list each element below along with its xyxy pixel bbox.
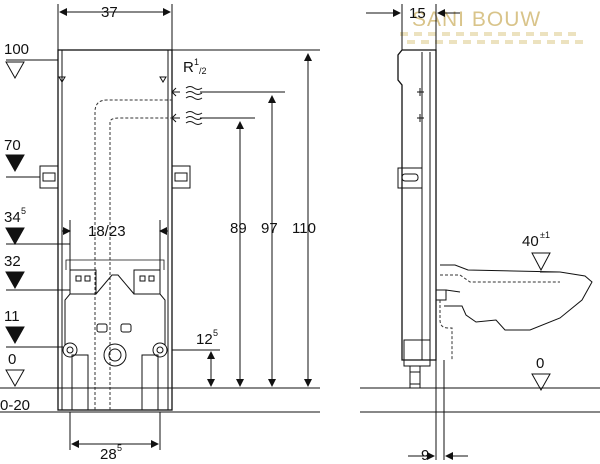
side-bracket-slot	[401, 173, 419, 182]
front-view	[0, 4, 320, 450]
level-label-70: 70	[4, 137, 21, 154]
watermark-text: SANI BOUW	[412, 8, 541, 31]
level-label-0: 0	[8, 351, 16, 368]
bottom-width-label: 28	[100, 446, 117, 463]
level-triangle-filled	[5, 227, 25, 246]
side-bracket	[397, 167, 423, 189]
toilet-bowl	[440, 264, 593, 331]
side-depth-bottom-label: 9	[421, 447, 429, 464]
plate-hole	[84, 275, 91, 282]
seat-height-triangle	[531, 252, 551, 272]
pipe-thread-sub: /2	[199, 66, 207, 76]
level-label-32: 32	[4, 253, 21, 270]
plate-hole	[75, 275, 82, 282]
pipe-thread-label: R	[183, 59, 194, 76]
left-fixing-plate	[69, 269, 97, 295]
left-bolt-inner	[66, 346, 74, 354]
drain-outlet	[103, 343, 127, 367]
water-connection-mark	[417, 88, 424, 122]
right-leg	[141, 354, 159, 410]
outlet-height-label: 12	[196, 331, 213, 348]
level-label-34: 34	[4, 209, 21, 226]
level-symbols	[5, 61, 25, 388]
pipe-thread-sup: 1	[194, 57, 199, 67]
fixing-spacing-label: 18/23	[88, 223, 126, 240]
seat-height-sup: ±1	[540, 230, 550, 240]
watermark-pattern	[400, 32, 583, 44]
level-triangle-filled	[5, 326, 25, 345]
left-bolt	[62, 342, 78, 358]
water-wave-icon	[185, 111, 203, 125]
water-inlet-arrow	[171, 113, 180, 123]
side-lower-block	[403, 339, 431, 367]
top-marker	[159, 76, 167, 83]
outlet-height-sup: 5	[213, 328, 218, 338]
plate-hole	[139, 275, 146, 282]
side-floor-label: 0	[536, 355, 544, 372]
right-bracket	[171, 165, 191, 189]
seat-height-label: 40	[522, 233, 539, 250]
top-marker	[58, 76, 66, 83]
side-view	[360, 4, 600, 460]
right-bolt	[152, 342, 168, 358]
side-depth-top-label: 15	[409, 5, 426, 22]
plate-hole	[148, 275, 155, 282]
water-wave-icon	[185, 86, 203, 100]
right-bolt-inner	[156, 346, 164, 354]
level-triangle-filled	[5, 154, 25, 173]
floor-level-triangle	[531, 373, 551, 392]
panel-outline	[57, 49, 173, 411]
pipe-clamp	[96, 323, 108, 333]
internal-pipe-dashed	[94, 99, 172, 410]
width-top-label: 37	[101, 4, 118, 21]
level-label-34-sup: 5	[21, 206, 26, 216]
toilet-fixing	[445, 289, 461, 293]
lower-frame	[64, 274, 166, 345]
height-110-label: 110	[292, 220, 316, 237]
drain-outlet-inner	[108, 348, 122, 362]
level-label-100: 100	[4, 41, 29, 58]
drain-pipe-dashed	[439, 300, 453, 360]
frame-crossbar	[65, 259, 165, 270]
level-label-11: 11	[4, 308, 20, 325]
bottom-width-sup: 5	[117, 443, 122, 453]
height-97-label: 97	[261, 220, 278, 237]
water-inlet-arrow	[171, 87, 180, 97]
left-leg	[71, 354, 89, 410]
pipe-clamp	[120, 323, 132, 333]
toilet-seat-dashed	[440, 274, 560, 283]
right-fixing-plate	[133, 269, 161, 295]
level-triangle-open	[5, 369, 25, 388]
level-triangle-filled	[5, 271, 25, 290]
level-label-0-20: 0-20	[0, 397, 30, 414]
toilet-bolt	[436, 289, 447, 301]
right-bracket-slot	[174, 172, 188, 182]
side-panel-outline	[397, 49, 437, 361]
side-foot	[409, 366, 421, 388]
height-89-label: 89	[230, 220, 247, 237]
level-triangle-open	[5, 61, 25, 80]
left-bracket-slot	[42, 172, 56, 182]
side-foot-plate	[409, 371, 421, 385]
